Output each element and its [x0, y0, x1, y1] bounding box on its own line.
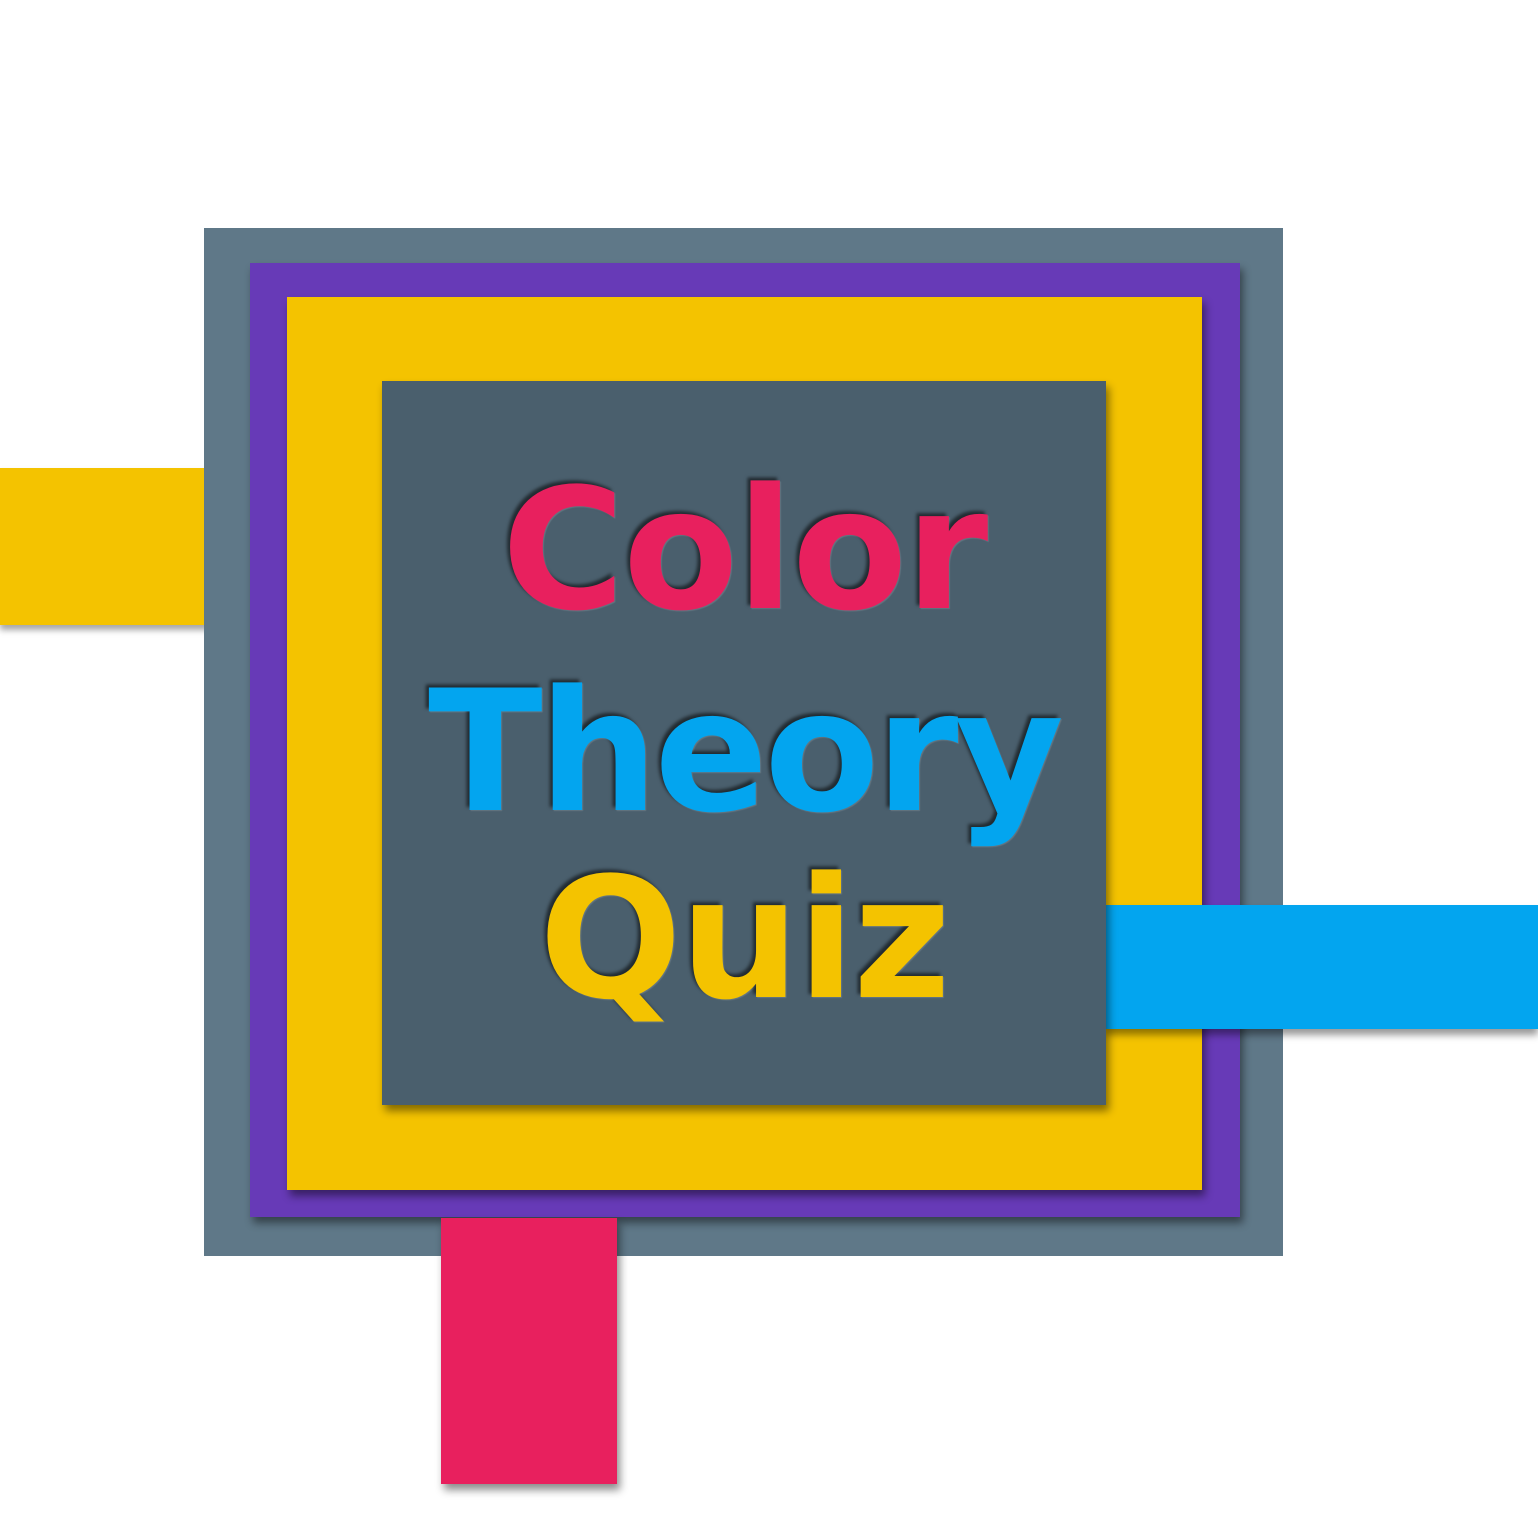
- title-word-theory: Theory: [428, 654, 1064, 850]
- title-panel: [382, 381, 1106, 1105]
- title-word-color: Color: [501, 452, 989, 648]
- title-word-quiz: Quiz: [539, 841, 951, 1037]
- blue-side-bar: [1106, 905, 1538, 1029]
- pink-bottom-bar: [441, 1218, 617, 1484]
